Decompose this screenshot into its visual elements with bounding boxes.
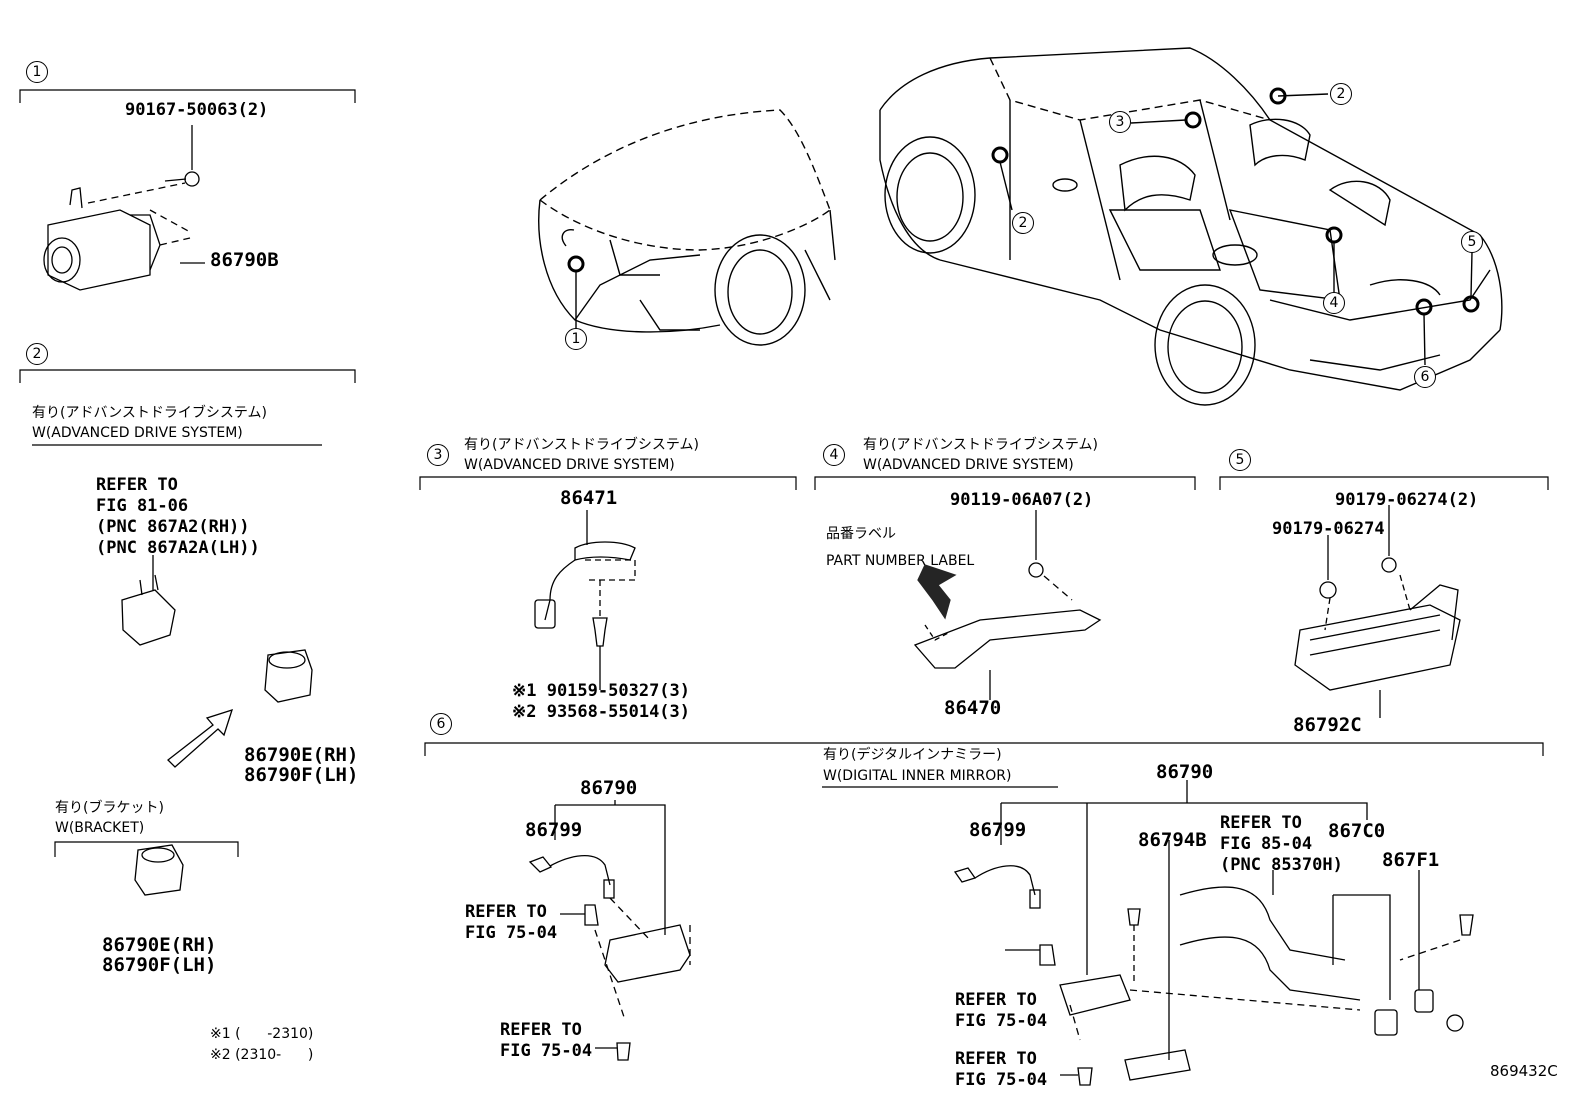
s6-refer-b-1: REFER TO (500, 1020, 582, 1040)
s5-part-number: 86792C (1293, 714, 1362, 736)
s6-refer-e-1: REFER TO (955, 1049, 1037, 1069)
s3-screw-1: ※1 90159-50327(3) (512, 681, 691, 701)
s4-bolt-label: 90119-06A07(2) (950, 490, 1094, 510)
s6-refer-c-3: (PNC 85370H) (1220, 855, 1343, 875)
s1-part-number: 86790B (210, 249, 279, 271)
s6-condition-en: W(DIGITAL INNER MIRROR) (823, 768, 1012, 784)
s2-part-rh: 86790E(RH) (244, 744, 359, 766)
s4-label-en: PART NUMBER LABEL (826, 553, 975, 569)
section-1-number: 1 (26, 61, 48, 83)
car-callout-1: 1 (565, 328, 587, 350)
s6-refer-e-2: FIG 75-04 (955, 1070, 1048, 1090)
section-5-number: 5 (1229, 449, 1251, 471)
s6-condition-jp: 有り(デジタルインナミラー) (823, 747, 1002, 763)
s2-bracket-jp: 有り(ブラケット) (55, 800, 164, 816)
s3-part-number: 86471 (560, 487, 618, 509)
car-callout-5: 5 (1461, 231, 1483, 253)
s2-part-lh: 86790F(LH) (244, 764, 359, 786)
s2-bracket-part-rh: 86790E(RH) (102, 934, 217, 956)
s3-condition-jp: 有り(アドバンストドライブシステム) (464, 437, 699, 453)
diagram-id: 869432C (1490, 1062, 1558, 1080)
s6-refer-c-2: FIG 85-04 (1220, 834, 1313, 854)
s6-refer-d-1: REFER TO (955, 990, 1037, 1010)
s6-refer-a-2: FIG 75-04 (465, 923, 558, 943)
s6-part-86794b: 86794B (1138, 829, 1207, 851)
s6-left-assy: 86790 (580, 777, 638, 799)
s6-refer-b-2: FIG 75-04 (500, 1041, 593, 1061)
s6-refer-c-1: REFER TO (1220, 813, 1302, 833)
car-callout-2b: 2 (1330, 83, 1352, 105)
s2-condition-en: W(ADVANCED DRIVE SYSTEM) (32, 425, 243, 441)
s6-part-867c0: 867C0 (1328, 820, 1386, 842)
s1-bolt-label: 90167-50063(2) (125, 100, 269, 120)
s6-part-867f1: 867F1 (1382, 849, 1440, 871)
car-callout-3: 3 (1109, 111, 1131, 133)
car-callout-6: 6 (1414, 366, 1436, 388)
s2-refer-line-2: FIG 81-06 (96, 496, 189, 516)
note-2: ※2 (2310- ) (210, 1047, 314, 1063)
s6-refer-d-2: FIG 75-04 (955, 1011, 1048, 1031)
s5-nut-b: 90179-06274 (1272, 519, 1385, 539)
s6-right-sub: 86799 (969, 819, 1027, 841)
s2-refer-line-4: (PNC 867A2A(LH)) (96, 538, 260, 558)
section-3-number: 3 (427, 444, 449, 466)
s4-condition-jp: 有り(アドバンストドライブシステム) (863, 437, 1098, 453)
section-6-number: 6 (430, 713, 452, 735)
section-4-number: 4 (823, 444, 845, 466)
s5-nut-a: 90179-06274(2) (1335, 490, 1479, 510)
s4-condition-en: W(ADVANCED DRIVE SYSTEM) (863, 457, 1074, 473)
s3-screw-2: ※2 93568-55014(3) (512, 702, 691, 722)
car-callout-4: 4 (1323, 292, 1345, 314)
note-1: ※1 ( -2310) (210, 1026, 314, 1042)
s4-label-jp: 品番ラベル (826, 526, 896, 542)
s2-bracket-en: W(BRACKET) (55, 820, 145, 836)
s3-condition-en: W(ADVANCED DRIVE SYSTEM) (464, 457, 675, 473)
car-callout-2a: 2 (1012, 212, 1034, 234)
s2-refer-line-3: (PNC 867A2(RH)) (96, 517, 250, 537)
section-2-number: 2 (26, 343, 48, 365)
s2-condition-jp: 有り(アドバンストドライブシステム) (32, 405, 267, 421)
s6-right-assy: 86790 (1156, 761, 1214, 783)
s6-refer-a-1: REFER TO (465, 902, 547, 922)
s4-part-number: 86470 (944, 697, 1002, 719)
s2-bracket-part-lh: 86790F(LH) (102, 954, 217, 976)
s6-left-sub: 86799 (525, 819, 583, 841)
s2-refer-line-1: REFER TO (96, 475, 178, 495)
